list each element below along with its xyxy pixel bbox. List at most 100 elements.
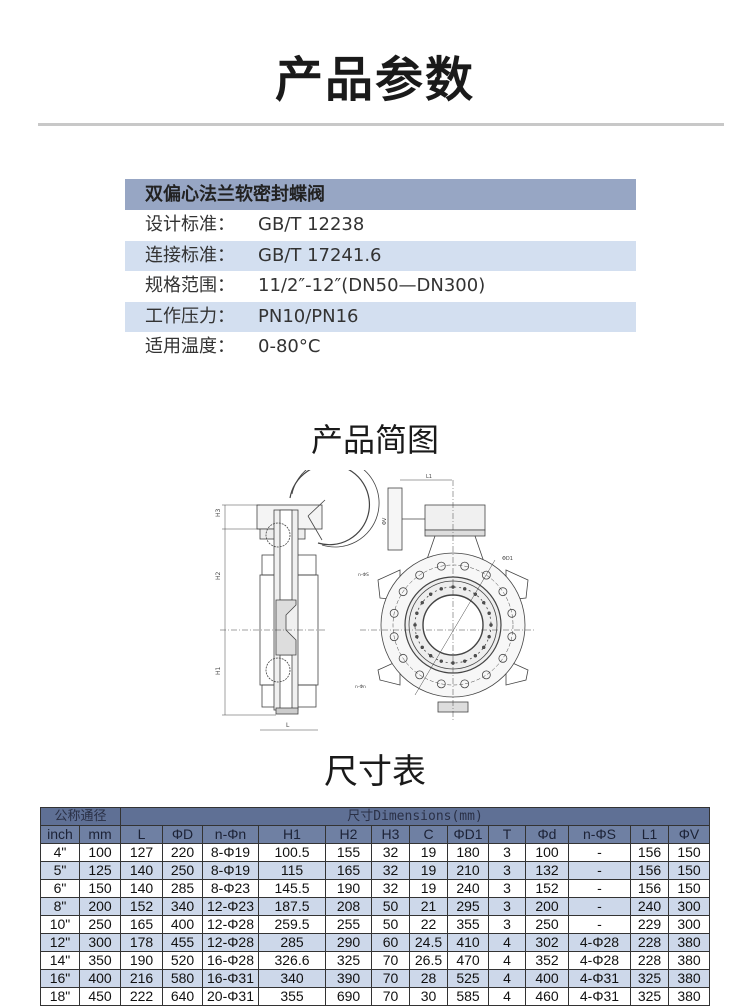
label-l: L: [286, 722, 290, 729]
table-cell: 8-Φ23: [202, 879, 259, 898]
table-cell: 12-Φ28: [202, 933, 259, 952]
table-cell: 190: [120, 951, 163, 970]
table-cell: 28: [409, 969, 448, 988]
table-cell: 100.5: [258, 843, 326, 862]
table-cell: 352: [525, 951, 569, 970]
table-cell: 156: [630, 843, 669, 862]
bolt-hole: [415, 570, 425, 580]
table-cell: 22: [409, 915, 448, 934]
spec-label: 规格范围：: [145, 275, 235, 296]
table-cell: 585: [447, 987, 489, 1006]
inner-bolt-hole: [482, 600, 486, 605]
diagram-title: 产品简图: [310, 421, 439, 459]
table-cell: 300: [79, 933, 121, 952]
inner-bolt-hole: [463, 587, 467, 591]
table-cell: 156: [630, 879, 669, 898]
label-n: n-Φn: [355, 684, 366, 690]
table-cell: 150: [79, 879, 121, 898]
column-header: Φd: [525, 825, 569, 844]
label-v: ΦV: [382, 517, 388, 525]
bolt-hole: [415, 670, 425, 680]
column-header: mm: [79, 825, 121, 844]
table-cell: 525: [447, 969, 489, 988]
table-cell: 285: [162, 879, 203, 898]
bolt-hole: [436, 679, 446, 689]
inner-bolt-hole: [487, 611, 491, 615]
spec-value: 0-80°C: [258, 336, 321, 357]
table-cell: 3: [488, 843, 526, 862]
table-cell: -: [568, 915, 631, 934]
table-cell: 70: [371, 987, 410, 1006]
table-cell: 400: [525, 969, 569, 988]
table-cell: 208: [325, 897, 372, 916]
table-cell: 4: [488, 987, 526, 1006]
column-header: L1: [630, 825, 669, 844]
table-cell: 19: [409, 879, 448, 898]
table-cell: 250: [79, 915, 121, 934]
bolt-hole: [507, 608, 517, 618]
table-cell: 180: [447, 843, 489, 862]
table-cell: 32: [371, 861, 410, 880]
table-cell: 16-Φ31: [202, 969, 259, 988]
table-cell: 70: [371, 969, 410, 988]
table-cell: 390: [325, 969, 372, 988]
label-h1: H1: [215, 666, 222, 675]
table-cell: 200: [525, 897, 569, 916]
table-cell: 32: [371, 879, 410, 898]
column-header: L: [120, 825, 163, 844]
inner-bolt-hole: [413, 623, 417, 627]
table-cell: 152: [525, 879, 569, 898]
column-header: ΦV: [668, 825, 710, 844]
inner-bolt-hole: [415, 635, 419, 639]
column-header: ΦD: [162, 825, 203, 844]
column-header: H2: [325, 825, 372, 844]
table-cell: 12-Φ23: [202, 897, 259, 916]
table-cell: 5": [40, 861, 80, 880]
inner-bolt-hole: [463, 659, 467, 663]
table-cell: 380: [668, 969, 710, 988]
table-cell: 325: [630, 969, 669, 988]
table-cell: 132: [525, 861, 569, 880]
spec-row: 工作压力：PN10/PN16: [125, 301, 636, 332]
bolt-hole: [389, 632, 399, 642]
table-cell: 240: [630, 897, 669, 916]
table-cell: 210: [447, 861, 489, 880]
inner-bolt-hole: [439, 659, 443, 663]
table-cell: 152: [120, 897, 163, 916]
table-cell: 355: [447, 915, 489, 934]
dimensions-title: 尺寸表: [324, 752, 426, 792]
inner-bolt-hole: [489, 623, 493, 627]
table-cell: 295: [447, 897, 489, 916]
table-cell: 400: [162, 915, 203, 934]
table-cell: 30: [409, 987, 448, 1006]
table-cell: 165: [325, 861, 372, 880]
table-cell: 380: [668, 987, 710, 1006]
table-cell: 455: [162, 933, 203, 952]
table-cell: 155: [325, 843, 372, 862]
column-header: H1: [258, 825, 326, 844]
page-title: 产品参数: [274, 52, 475, 108]
table-cell: 3: [488, 915, 526, 934]
table-cell: 228: [630, 951, 669, 970]
table-cell: 302: [525, 933, 569, 952]
bolt-hole: [498, 587, 508, 597]
label-h3: H3: [215, 508, 222, 517]
inner-bolt-hole: [451, 661, 455, 665]
spec-label: 连接标准：: [145, 244, 235, 266]
bolt-hole: [398, 653, 408, 663]
spec-row: 设计标准：GB/T 12238: [125, 210, 636, 241]
table-cell: 150: [668, 861, 710, 880]
table-cell: 520: [162, 951, 203, 970]
table-cell: 350: [79, 951, 121, 970]
table-cell: 259.5: [258, 915, 326, 934]
